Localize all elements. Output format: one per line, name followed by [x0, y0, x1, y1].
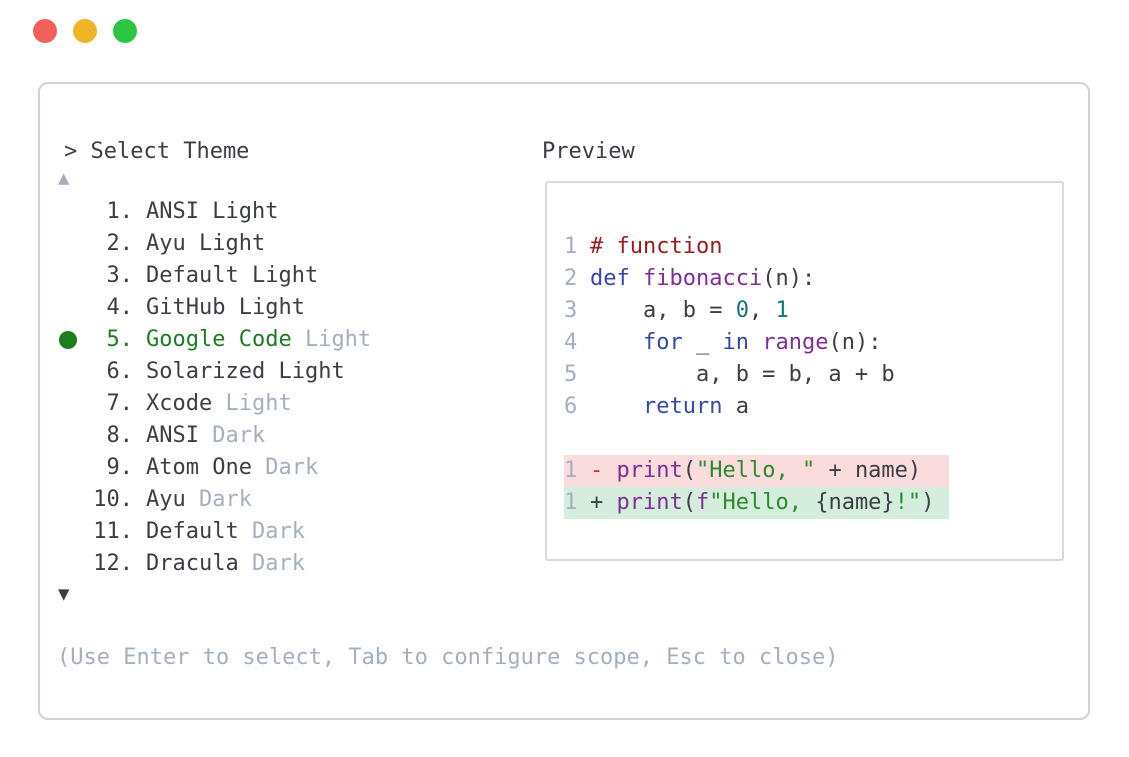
theme-item-number: 2. — [106, 231, 134, 256]
line-number: 1 — [564, 490, 578, 515]
traffic-light-zoom[interactable] — [113, 19, 137, 43]
line-number: 2 — [564, 266, 578, 291]
diff-line-added: 1+ print(f"Hello, {name}!") — [564, 487, 950, 519]
code-line: 3 a, b = 0, 1 — [564, 295, 1062, 327]
preview-heading: Preview — [542, 139, 635, 164]
line-number: 1 — [564, 458, 578, 483]
code-line: 5 a, b = b, a + b — [564, 359, 1062, 391]
theme-item-number: 10. — [93, 487, 133, 512]
theme-item-number: 11. — [93, 519, 133, 544]
theme-list-item[interactable]: 11. Default Dark — [40, 516, 540, 548]
scroll-down-arrow-icon[interactable]: ▼ — [58, 583, 70, 605]
line-number: 5 — [564, 362, 578, 387]
theme-item-number: 7. — [106, 391, 134, 416]
theme-list-item[interactable]: 1. ANSI Light — [40, 196, 540, 228]
code-line: 4 for _ in range(n): — [564, 327, 1062, 359]
theme-list-item[interactable]: 6. Solarized Light — [40, 356, 540, 388]
theme-item-label: GitHub Light — [146, 295, 305, 320]
theme-item-label: Dracula Dark — [146, 551, 305, 576]
theme-list: 1. ANSI Light 2. Ayu Light 3. Default Light 4.… — [40, 196, 540, 580]
selected-indicator-dot — [59, 331, 77, 349]
theme-item-label: Default Dark — [146, 519, 305, 544]
theme-list-item[interactable]: 8. ANSI Dark — [40, 420, 540, 452]
theme-item-number: 12. — [93, 551, 133, 576]
theme-list-item[interactable]: 12. Dracula Dark — [40, 548, 540, 580]
line-number: 3 — [564, 298, 578, 323]
select-theme-prompt: > Select Theme — [64, 139, 250, 164]
theme-item-number: 6. — [106, 359, 134, 384]
theme-item-number: 9. — [106, 455, 134, 480]
line-number: 4 — [564, 330, 578, 355]
theme-item-number: 1. — [106, 199, 134, 224]
traffic-light-minimize[interactable] — [73, 19, 97, 43]
scroll-up-arrow-icon[interactable]: ▲ — [58, 167, 70, 189]
code-line: 6 return a — [564, 391, 1062, 423]
theme-item-label: ANSI Dark — [146, 423, 266, 448]
theme-item-label: Ayu Dark — [146, 487, 252, 512]
theme-list-item[interactable]: 7. Xcode Light — [40, 388, 540, 420]
theme-picker-panel: > Select Theme ▲ 1. ANSI Light 2. Ayu Light… — [38, 82, 1090, 720]
code-line: 1# function — [564, 231, 1062, 263]
theme-item-label: Atom One Dark — [146, 455, 319, 480]
line-number: 6 — [564, 394, 578, 419]
traffic-light-close[interactable] — [33, 19, 57, 43]
theme-list-item[interactable]: 4. GitHub Light — [40, 292, 540, 324]
help-text: (Use Enter to select, Tab to configure s… — [57, 645, 839, 670]
diff-line-removed: 1- print("Hello, " + name) — [564, 455, 950, 487]
diff-block: 1- print("Hello, " + name)1+ print(f"Hel… — [564, 455, 950, 519]
theme-item-label: Default Light — [146, 263, 319, 288]
theme-item-number: 8. — [106, 423, 134, 448]
theme-item-label: Ayu Light — [146, 231, 266, 256]
theme-list-item[interactable]: 5. Google Code Light — [40, 324, 540, 356]
theme-item-label: Solarized Light — [146, 359, 345, 384]
theme-item-number: 4. — [106, 295, 134, 320]
theme-list-item[interactable]: 10. Ayu Dark — [40, 484, 540, 516]
theme-item-number: 5. — [106, 327, 134, 352]
line-number: 1 — [564, 234, 578, 259]
theme-list-item[interactable]: 2. Ayu Light — [40, 228, 540, 260]
theme-item-label: Google Code Light — [146, 327, 372, 352]
theme-list-item[interactable]: 9. Atom One Dark — [40, 452, 540, 484]
theme-item-label: Xcode Light — [146, 391, 292, 416]
theme-list-item[interactable]: 3. Default Light — [40, 260, 540, 292]
theme-item-number: 3. — [106, 263, 134, 288]
theme-item-label: ANSI Light — [146, 199, 279, 224]
